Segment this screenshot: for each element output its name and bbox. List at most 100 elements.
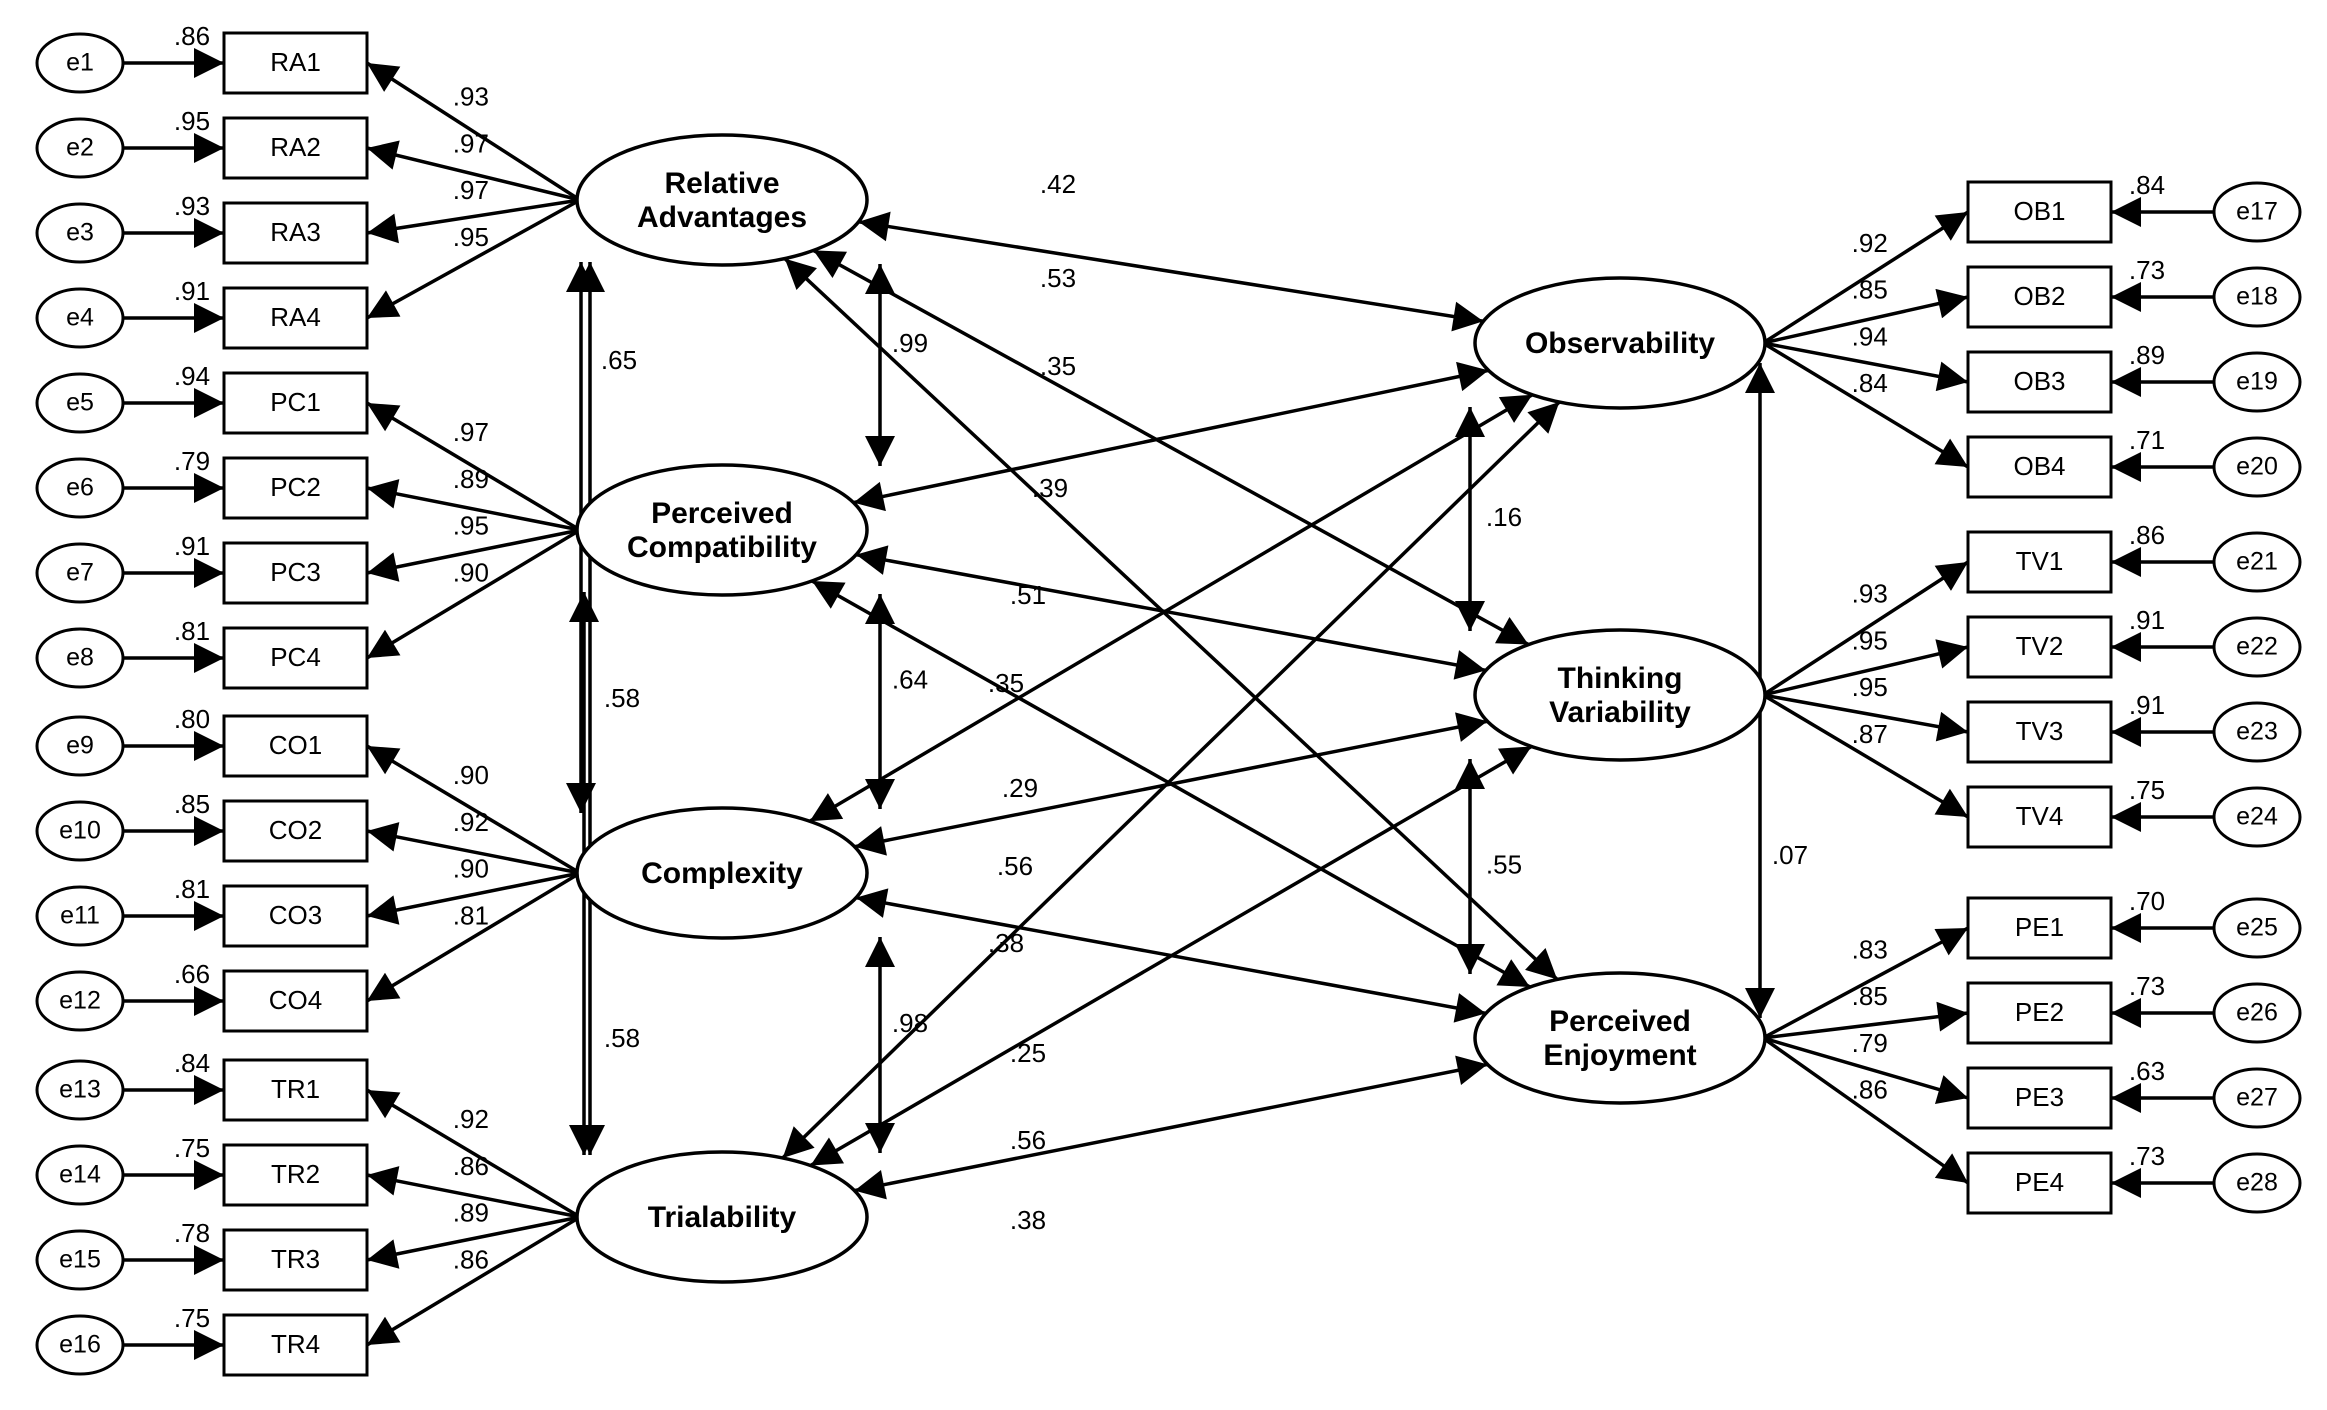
error-label-e6: e6 xyxy=(66,474,94,502)
r-squared-co3: .81 xyxy=(174,874,210,904)
loading-tv2: .95 xyxy=(1852,625,1888,655)
loading-tr3: .89 xyxy=(453,1198,489,1228)
r-squared-co1: .80 xyxy=(174,704,210,734)
error-circle-e6 xyxy=(35,457,125,519)
loading-arrow-pc4 xyxy=(366,528,581,660)
loading-arrow-co2 xyxy=(366,822,581,875)
r-squared-ob1: .84 xyxy=(2129,170,2165,200)
loading-arrow-pc2 xyxy=(366,479,581,532)
r-squared-pe4: .73 xyxy=(2129,1141,2165,1171)
error-circle-e8 xyxy=(35,627,125,689)
correlation-pc-pe: .35 xyxy=(988,668,1024,698)
correlation-arrow-co-ob xyxy=(808,393,1534,823)
error-circle-e3 xyxy=(35,202,125,264)
loading-pe2: .85 xyxy=(1852,981,1888,1011)
error-label-e18: e18 xyxy=(2236,283,2278,311)
indicator-label-pc2: PC2 xyxy=(270,472,321,502)
error-label-e26: e26 xyxy=(2236,999,2278,1027)
indicator-label-co4: CO4 xyxy=(269,985,322,1015)
correlation-co-tr: .98 xyxy=(892,1008,928,1038)
r-squared-co4: .66 xyxy=(174,959,210,989)
loading-arrow-pe2 xyxy=(1762,1001,1969,1040)
r-squared-ra3: .93 xyxy=(174,191,210,221)
loading-arrow-ob3 xyxy=(1762,341,1969,392)
r-squared-tr2: .75 xyxy=(174,1133,210,1163)
r-squared-pe1: .70 xyxy=(2129,886,2165,916)
correlation-ra-pc: .99 xyxy=(892,328,928,358)
loading-ob4: .84 xyxy=(1852,368,1888,398)
latent-label-tv-1: Thinking xyxy=(1558,662,1683,695)
loading-pe3: .79 xyxy=(1852,1028,1888,1058)
error-label-e17: e17 xyxy=(2236,198,2278,226)
loading-arrow-tr3 xyxy=(366,1215,581,1269)
correlation-co-tv: .56 xyxy=(997,851,1033,881)
correlation-arrow-tr-tv xyxy=(809,744,1533,1168)
loading-pc2: .89 xyxy=(453,464,489,494)
loading-arrow-tr1 xyxy=(366,1088,581,1219)
r-squared-pc2: .79 xyxy=(174,446,210,476)
latent-ellipse-ob xyxy=(1473,276,1767,410)
error-label-e3: e3 xyxy=(66,219,94,247)
error-circle-e13 xyxy=(35,1059,125,1121)
error-circle-e27 xyxy=(2212,1067,2302,1129)
node-layer: RA1e1RA2e2RA3e3RA4e4PC1e5PC2e6PC3e7PC4e8… xyxy=(35,31,2302,1377)
indicator-label-pc3: PC3 xyxy=(270,557,321,587)
error-circle-e24 xyxy=(2212,786,2302,848)
indicator-label-ra2: RA2 xyxy=(270,132,321,162)
indicator-box-pc1 xyxy=(222,371,369,435)
loading-arrow-ra3 xyxy=(366,198,581,244)
indicator-box-ra2 xyxy=(222,116,369,180)
error-label-e21: e21 xyxy=(2236,548,2278,576)
error-label-e7: e7 xyxy=(66,559,94,587)
indicator-box-pc2 xyxy=(222,456,369,520)
correlation-pc-tr: .58 xyxy=(604,683,640,713)
indicator-box-pe2 xyxy=(1966,981,2113,1045)
r-squared-tv3: .91 xyxy=(2129,690,2165,720)
latent-ellipse-pc xyxy=(575,463,869,597)
latent-ellipse-tv xyxy=(1473,628,1767,762)
error-label-e15: e15 xyxy=(59,1246,101,1274)
correlation-ra-pe: .35 xyxy=(1040,351,1076,381)
indicator-box-ob1 xyxy=(1966,180,2113,244)
latent-label-pc-2: Compatibility xyxy=(627,531,817,564)
r-squared-pc1: .94 xyxy=(174,361,210,391)
loading-co2: .92 xyxy=(453,807,489,837)
latent-label-pe-2: Enjoyment xyxy=(1543,1039,1696,1072)
loading-arrow-tv1 xyxy=(1762,560,1969,697)
correlation-tr-ob: .25 xyxy=(1010,1038,1046,1068)
loading-ra4: .95 xyxy=(453,222,489,252)
error-circle-e25 xyxy=(2212,897,2302,959)
error-circle-e1 xyxy=(35,32,125,94)
loading-arrow-co4 xyxy=(366,871,581,1003)
correlation-ra-tr: .58 xyxy=(604,1023,640,1053)
r-squared-ra4: .91 xyxy=(174,276,210,306)
error-circle-e22 xyxy=(2212,616,2302,678)
error-label-e1: e1 xyxy=(66,49,94,77)
r-squared-ra1: .86 xyxy=(174,21,210,51)
error-circle-e28 xyxy=(2212,1152,2302,1214)
indicator-label-ob1: OB1 xyxy=(2013,196,2065,226)
r-squared-tv1: .86 xyxy=(2129,520,2165,550)
error-circle-e14 xyxy=(35,1144,125,1206)
latent-label-ob-1: Observability xyxy=(1525,327,1715,360)
correlation-ra-tv: .53 xyxy=(1040,263,1076,293)
correlation-tr-tv: .56 xyxy=(1010,1125,1046,1155)
r-squared-ob3: .89 xyxy=(2129,340,2165,370)
latent-label-ra-1: Relative xyxy=(664,167,779,200)
error-label-e20: e20 xyxy=(2236,453,2278,481)
error-label-e25: e25 xyxy=(2236,914,2278,942)
latent-label-pe-1: Perceived xyxy=(1549,1005,1691,1038)
indicator-label-tr1: TR1 xyxy=(271,1074,320,1104)
error-label-e24: e24 xyxy=(2236,803,2278,831)
error-label-e12: e12 xyxy=(59,987,101,1015)
loading-arrow-ob1 xyxy=(1762,210,1969,345)
correlation-arrow-ra-tv xyxy=(812,248,1530,647)
latent-label-pc-1: Perceived xyxy=(651,497,793,530)
error-circle-e19 xyxy=(2212,351,2302,413)
indicator-label-pe4: PE4 xyxy=(2015,1167,2064,1197)
error-label-e13: e13 xyxy=(59,1076,101,1104)
correlation-ra-ob: .42 xyxy=(1040,169,1076,199)
indicator-box-pe3 xyxy=(1966,1066,2113,1130)
correlation-arrow-tr-ob xyxy=(781,400,1561,1160)
